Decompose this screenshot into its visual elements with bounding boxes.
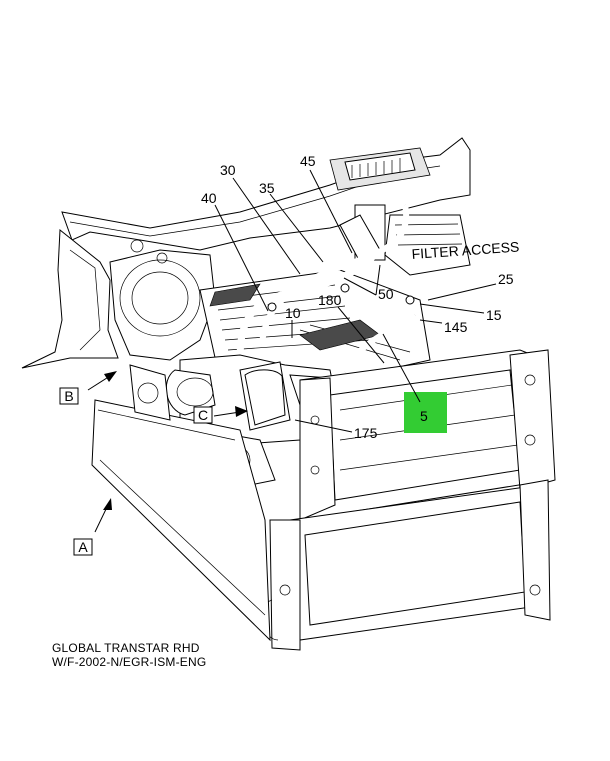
arrow-c-icon (235, 406, 248, 417)
arrow-b-icon (104, 371, 117, 382)
callout-50: 50 (378, 286, 394, 302)
hoses (236, 204, 417, 374)
callout-30: 30 (220, 162, 236, 178)
cowl-panel (21, 137, 471, 369)
lower-frame (261, 479, 551, 651)
view-label-b: B (59, 387, 79, 405)
callout-180: 180 (318, 292, 342, 308)
callout-25: 25 (498, 271, 514, 287)
highlighted-part-5 (404, 392, 447, 433)
leader-lines (214, 169, 497, 433)
view-label-a: A (73, 538, 93, 556)
callout-40: 40 (201, 190, 217, 206)
view-label-c-text: C (198, 407, 208, 423)
caption-line-1: GLOBAL TRANSTAR RHD (52, 641, 200, 655)
air-cleaner-housing (329, 147, 471, 276)
view-label-c: C (193, 406, 213, 424)
callout-35: 35 (259, 180, 275, 196)
callout-15: 15 (486, 307, 502, 323)
callout-145: 145 (444, 319, 468, 335)
callout-45: 45 (300, 153, 316, 169)
callout-175: 175 (354, 425, 378, 441)
view-label-a-text: A (78, 539, 88, 555)
view-arrows (87, 371, 248, 533)
view-label-b-text: B (64, 388, 73, 404)
caption-line-2: W/F-2002-N/EGR-ISM-ENG (52, 655, 207, 669)
radiator-frame (299, 349, 556, 521)
arrow-a-icon (103, 498, 112, 510)
callout-numbers: 30 45 35 40 25 50 180 15 10 145 5 175 (201, 153, 514, 441)
filter-access-label: FILTER ACCESS (411, 239, 520, 262)
callout-10: 10 (285, 305, 301, 321)
front-valance (91, 364, 271, 642)
callout-5: 5 (420, 408, 428, 424)
